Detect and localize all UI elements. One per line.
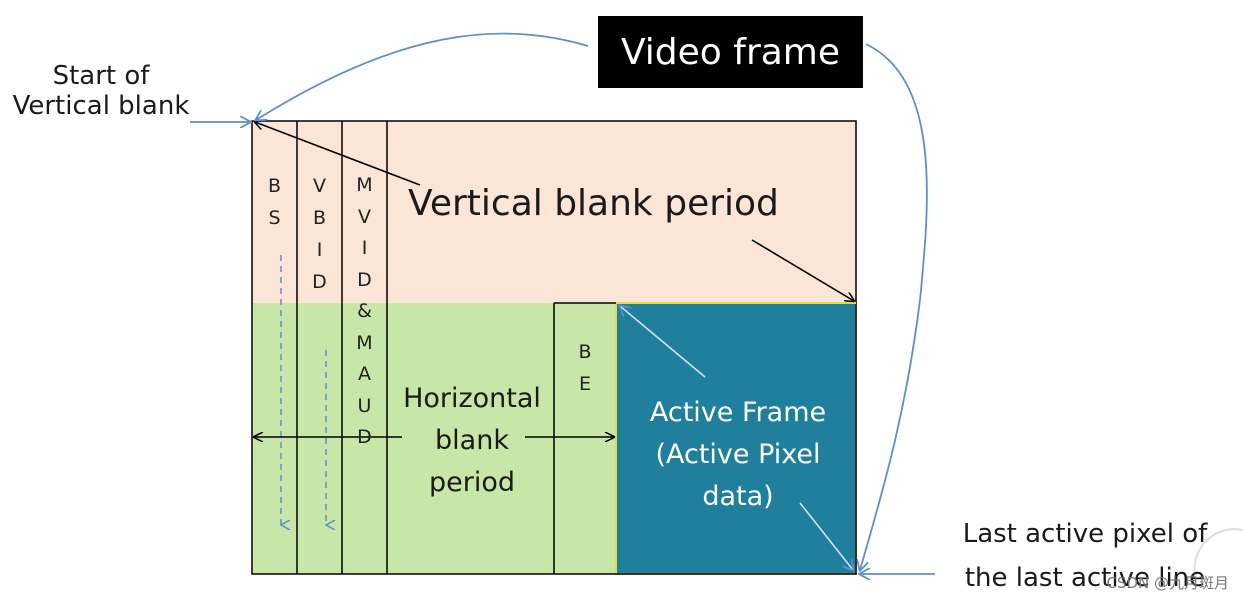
vertical-blank-region bbox=[252, 121, 856, 303]
column-mvid-maud: M V I D & M A U D bbox=[356, 174, 373, 448]
video-frame-title: Video frame bbox=[598, 16, 863, 88]
af-arrow-start bbox=[620, 306, 706, 378]
vertical-blank-period-label: Vertical blank period bbox=[408, 183, 779, 224]
last-active-pixel-label: Last active pixel of the last active lin… bbox=[962, 519, 1208, 593]
horizontal-blank-region bbox=[252, 303, 616, 574]
decorative-arc bbox=[1193, 528, 1243, 576]
start-vertical-blank-label: Start of Vertical blank bbox=[12, 61, 190, 121]
horizontal-blank-period-label: Horizontal blank period bbox=[403, 383, 541, 498]
watermark: CSDN @九月斑月 bbox=[1106, 574, 1229, 592]
video-frame-curve-end bbox=[860, 43, 928, 570]
vb-arrow-end bbox=[751, 239, 854, 301]
video-frame-curve-start bbox=[256, 32, 589, 120]
active-frame-label: Active Frame (Active Pixel data) bbox=[649, 397, 827, 512]
vb-arrow-start bbox=[255, 122, 421, 186]
af-arrow-end bbox=[799, 502, 853, 570]
column-vbid: V B I D bbox=[312, 175, 327, 293]
column-bs: B S bbox=[267, 175, 282, 229]
column-be: B E bbox=[578, 341, 592, 395]
